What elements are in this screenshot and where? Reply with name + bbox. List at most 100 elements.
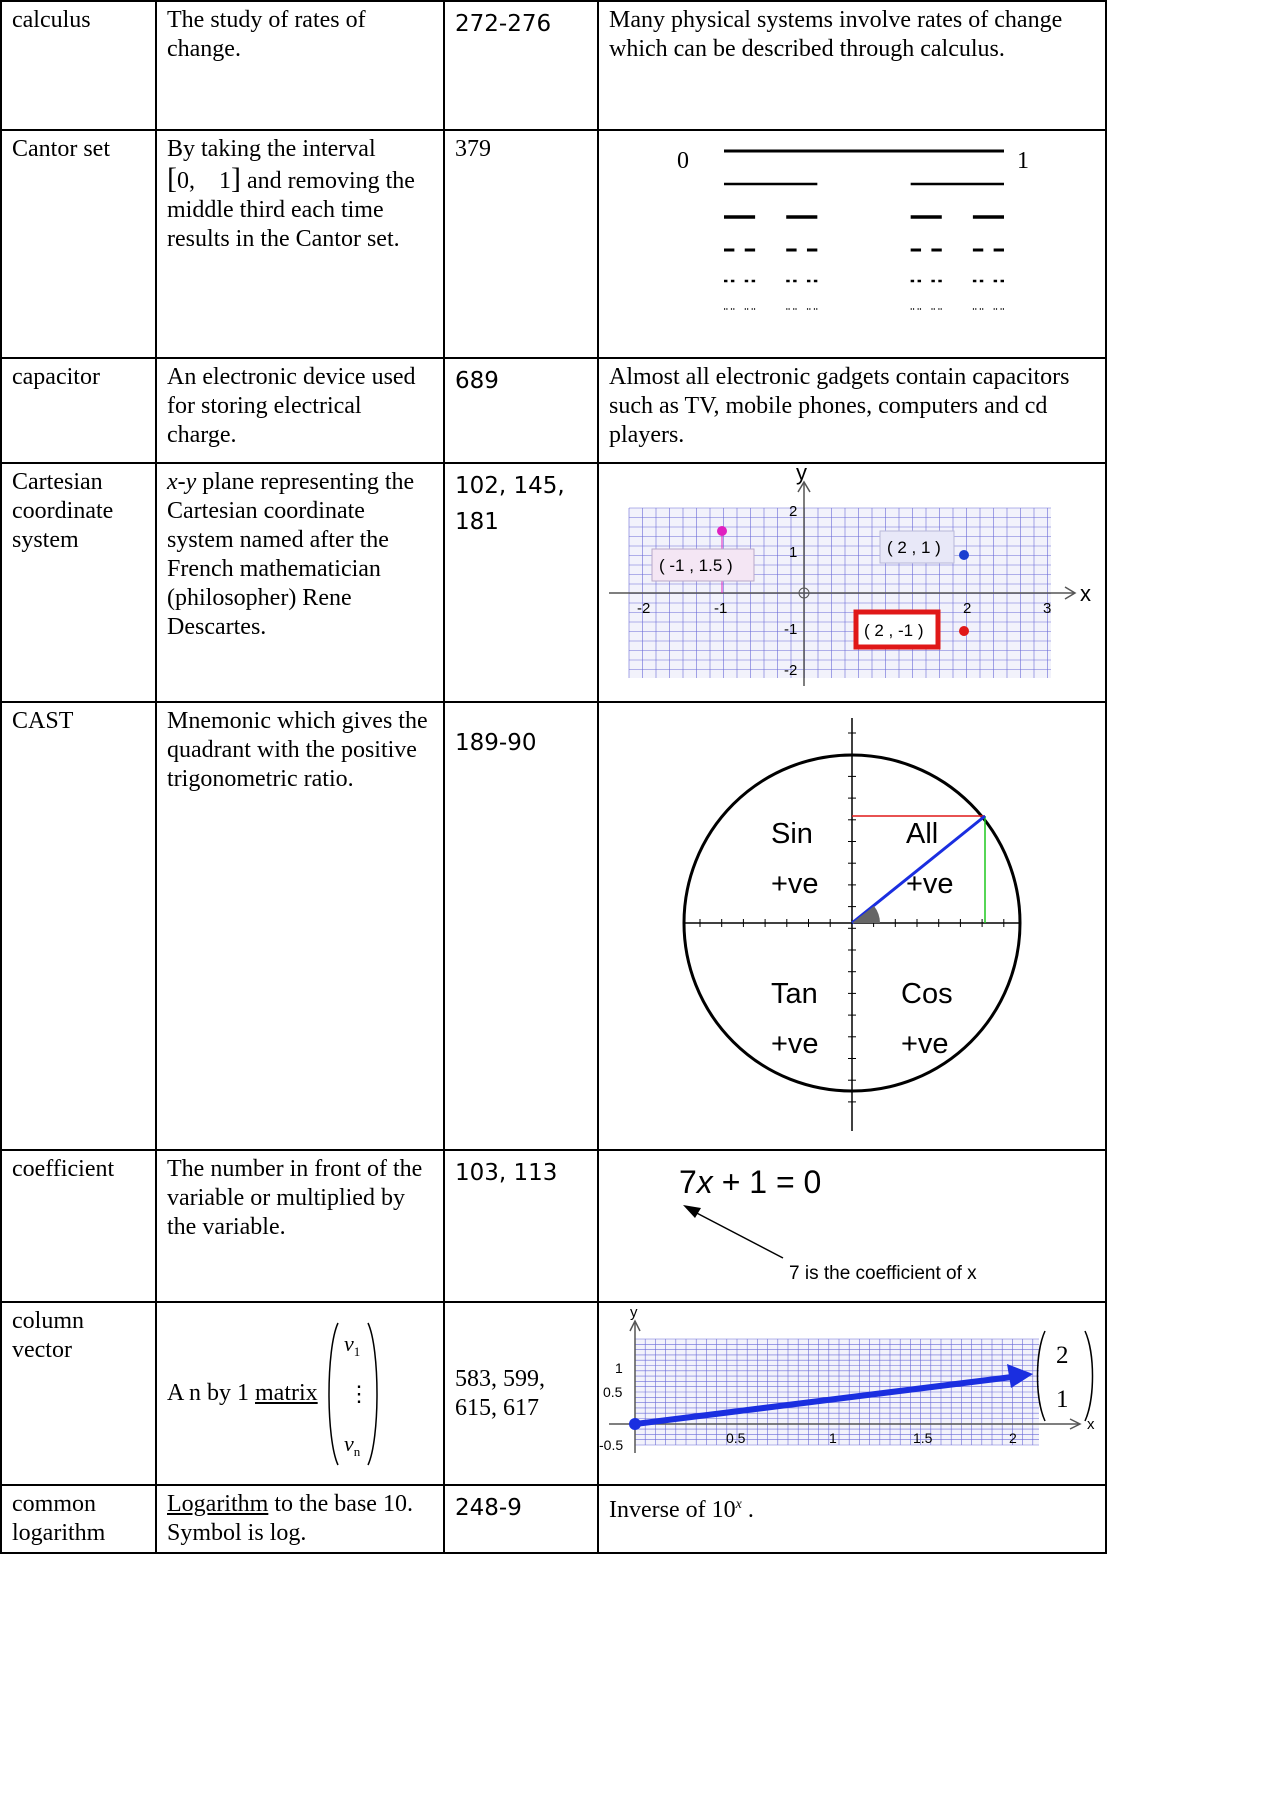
x-axis-arrow — [1069, 1418, 1082, 1430]
quadrant-sign: +ve — [771, 868, 819, 900]
vector-entry: v — [344, 1431, 354, 1456]
y-tick: -0.5 — [599, 1437, 623, 1453]
page-numbers: 689 — [443, 357, 599, 464]
x-tick: 3 — [1043, 600, 1051, 617]
quadrant-sign: +ve — [901, 1028, 949, 1060]
interval-body: 0, 1 — [177, 168, 231, 194]
point-label: ( 2 , 1 ) — [887, 538, 941, 557]
term: capacitor — [0, 357, 157, 464]
y-axis-label: y — [630, 1304, 638, 1321]
vector-subscript: n — [353, 1444, 360, 1459]
bracket-close: ] — [231, 162, 241, 195]
definition: The study of rates of change. — [155, 0, 445, 131]
term: common logarithm — [0, 1484, 157, 1554]
x-axis-label: x — [1080, 581, 1091, 606]
point-marker — [959, 626, 969, 636]
page-numbers: 272-276 — [443, 0, 599, 131]
point-label-box — [853, 609, 941, 650]
definition: The number in front of the variable or m… — [155, 1149, 445, 1303]
table-row: common logarithm Logarithm to the base 1… — [0, 1484, 1107, 1554]
definition-text: A n by 1 — [167, 1380, 250, 1406]
x-tick: 0.5 — [726, 1430, 746, 1446]
term: Cantor set — [0, 129, 157, 359]
xy-italic: x-y — [167, 469, 197, 495]
term: calculus — [0, 0, 157, 131]
x-axis-label: x — [1087, 1416, 1095, 1433]
table-row: calculus The study of rates of change. 2… — [0, 0, 1107, 131]
definition: A n by 1 matrix v1 ⋮ vn — [155, 1301, 445, 1486]
y-tick: 1 — [615, 1360, 623, 1376]
cantor-set-diagram: 0 1 — [677, 148, 1029, 310]
definition: Mnemonic which gives the quadrant with t… — [155, 701, 445, 1151]
power-exponent: x — [735, 1497, 742, 1512]
example: 7x + 1 = 0 7 is the coefficient of x — [597, 1149, 1107, 1303]
page-numbers: 103, 113 — [443, 1149, 599, 1303]
x-tick: -1 — [714, 600, 727, 617]
interval: [0, 1] — [167, 162, 241, 195]
annotation: 7 is the coefficient of x — [789, 1263, 977, 1284]
equation-rest: + 1 = 0 — [713, 1164, 822, 1200]
quadrant-label-sin: Sin — [771, 818, 813, 850]
cantor-lines — [724, 149, 1004, 310]
example: Inverse of 10x . — [597, 1484, 1107, 1554]
term: CAST — [0, 701, 157, 1151]
radius-line — [851, 814, 986, 925]
x-tick: 2 — [963, 600, 971, 617]
example: Sin +ve All +ve Tan +ve Cos +ve — [597, 701, 1107, 1151]
axis-ticks — [699, 732, 1005, 1103]
term: Cartesian coordinate system — [0, 462, 157, 703]
logarithm-link[interactable]: Logarithm — [167, 1491, 269, 1517]
page-numbers: 102, 145, 181 — [443, 462, 599, 703]
vector-arrow — [634, 1374, 1013, 1427]
quadrant-label-cos: Cos — [901, 978, 953, 1010]
term: coefficient — [0, 1149, 157, 1303]
variable: x — [695, 1164, 714, 1200]
y-tick: -2 — [784, 662, 797, 679]
column-vector-notation: v1 ⋮ vn — [327, 1322, 378, 1465]
vector-dots: ⋮ — [348, 1382, 370, 1407]
svg-text:v1: v1 — [344, 1331, 360, 1359]
cartesian-graph: x y -2 -1 2 3 2 1 -1 -2 ( -1 , 1.5 ) ( 2… — [609, 465, 1091, 686]
bracket-open: [ — [167, 162, 177, 195]
quadrant-label-tan: Tan — [771, 978, 818, 1010]
example: x y -2 -1 2 3 2 1 -1 -2 ( -1 , 1.5 ) ( 2… — [597, 462, 1107, 703]
definition-text: By taking the interval — [167, 136, 376, 162]
y-axis-arrow — [629, 1319, 641, 1332]
power-base: 10 — [711, 1497, 736, 1523]
quadrant-sign: +ve — [771, 1028, 819, 1060]
y-tick: 1 — [789, 544, 797, 561]
definition: x-y plane representing the Cartesian coo… — [155, 462, 445, 703]
grid-lines — [634, 1338, 1039, 1446]
example: x y 1 0.5 -0.5 0.5 1 1.5 2 2 1 — [597, 1301, 1107, 1486]
quadrant-label-all: All — [906, 818, 938, 850]
point-marker — [717, 526, 727, 536]
example-text: Inverse of — [609, 1497, 712, 1523]
definition: Logarithm to the base 10. Symbol is log. — [155, 1484, 445, 1554]
x-tick: 2 — [1009, 1430, 1017, 1446]
vector-arrowhead — [1007, 1364, 1033, 1388]
x-tick: 1.5 — [913, 1430, 933, 1446]
matrix-link[interactable]: matrix — [255, 1380, 318, 1406]
origin-marker — [798, 587, 810, 599]
page-numbers: 583, 599, 615, 617 — [443, 1301, 599, 1486]
pointer-arrow — [688, 1208, 784, 1259]
paren-right — [1084, 1330, 1094, 1422]
quadrant-sign: +ve — [906, 868, 954, 900]
point-label-box — [651, 548, 755, 582]
glossary-table: calculus The study of rates of change. 2… — [0, 0, 1107, 1554]
paren-left — [1036, 1330, 1046, 1422]
x-axis-arrow — [1064, 586, 1077, 600]
page-numbers: 379 — [443, 129, 599, 359]
definition-text: plane representing the Cartesian coordin… — [167, 469, 415, 640]
table-row: coefficient The number in front of the v… — [0, 1149, 1107, 1303]
example: Almost all electronic gadgets contain ca… — [597, 357, 1107, 464]
y-tick: 0.5 — [603, 1384, 623, 1400]
cast-diagram: Sin +ve All +ve Tan +ve Cos +ve — [682, 718, 1022, 1131]
label-0: 0 — [677, 148, 689, 174]
page-numbers: 248-9 — [443, 1484, 599, 1554]
vector-component: 1 — [1056, 1386, 1069, 1413]
vector-component: 2 — [1056, 1342, 1069, 1369]
angle-marker — [852, 906, 880, 923]
table-row: CAST Mnemonic which gives the quadrant w… — [0, 701, 1107, 1151]
example: 0 1 — [597, 129, 1107, 359]
